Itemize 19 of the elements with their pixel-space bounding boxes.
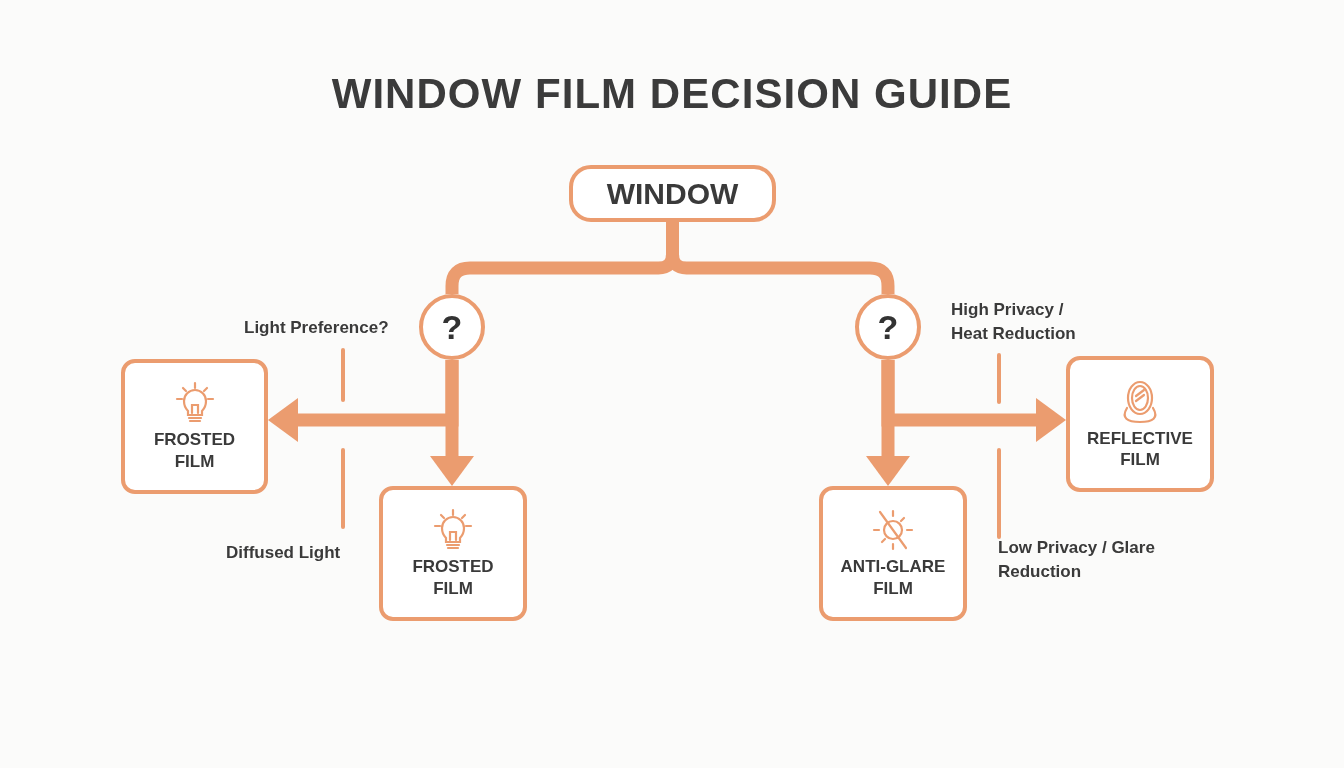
- node-label: FROSTED FILM: [152, 429, 237, 472]
- node-label: ?: [877, 306, 899, 348]
- result-card: [121, 359, 268, 494]
- result-card: [1066, 356, 1214, 492]
- arrow: [881, 360, 1066, 442]
- node-label: ANTI-GLARE FILM: [839, 556, 947, 599]
- node-label: WINDOW: [606, 175, 739, 212]
- arrow: [430, 360, 474, 486]
- branch-label: High Privacy / Heat Reduction: [951, 299, 1077, 345]
- branch-label: Diffused Light: [226, 542, 342, 564]
- branch-label: Light Preference?: [244, 317, 390, 339]
- start-box: [569, 165, 776, 222]
- node-label: FROSTED FILM: [411, 556, 495, 599]
- diagram-title: WINDOW FILM DECISION GUIDE: [331, 69, 1013, 119]
- node-label: REFLECTIVE FILM: [1086, 427, 1194, 471]
- branch-label: Low Privacy / Glare Reduction: [998, 537, 1156, 583]
- result-card: [819, 486, 967, 621]
- node-label: ?: [441, 306, 463, 348]
- result-card: [379, 486, 527, 621]
